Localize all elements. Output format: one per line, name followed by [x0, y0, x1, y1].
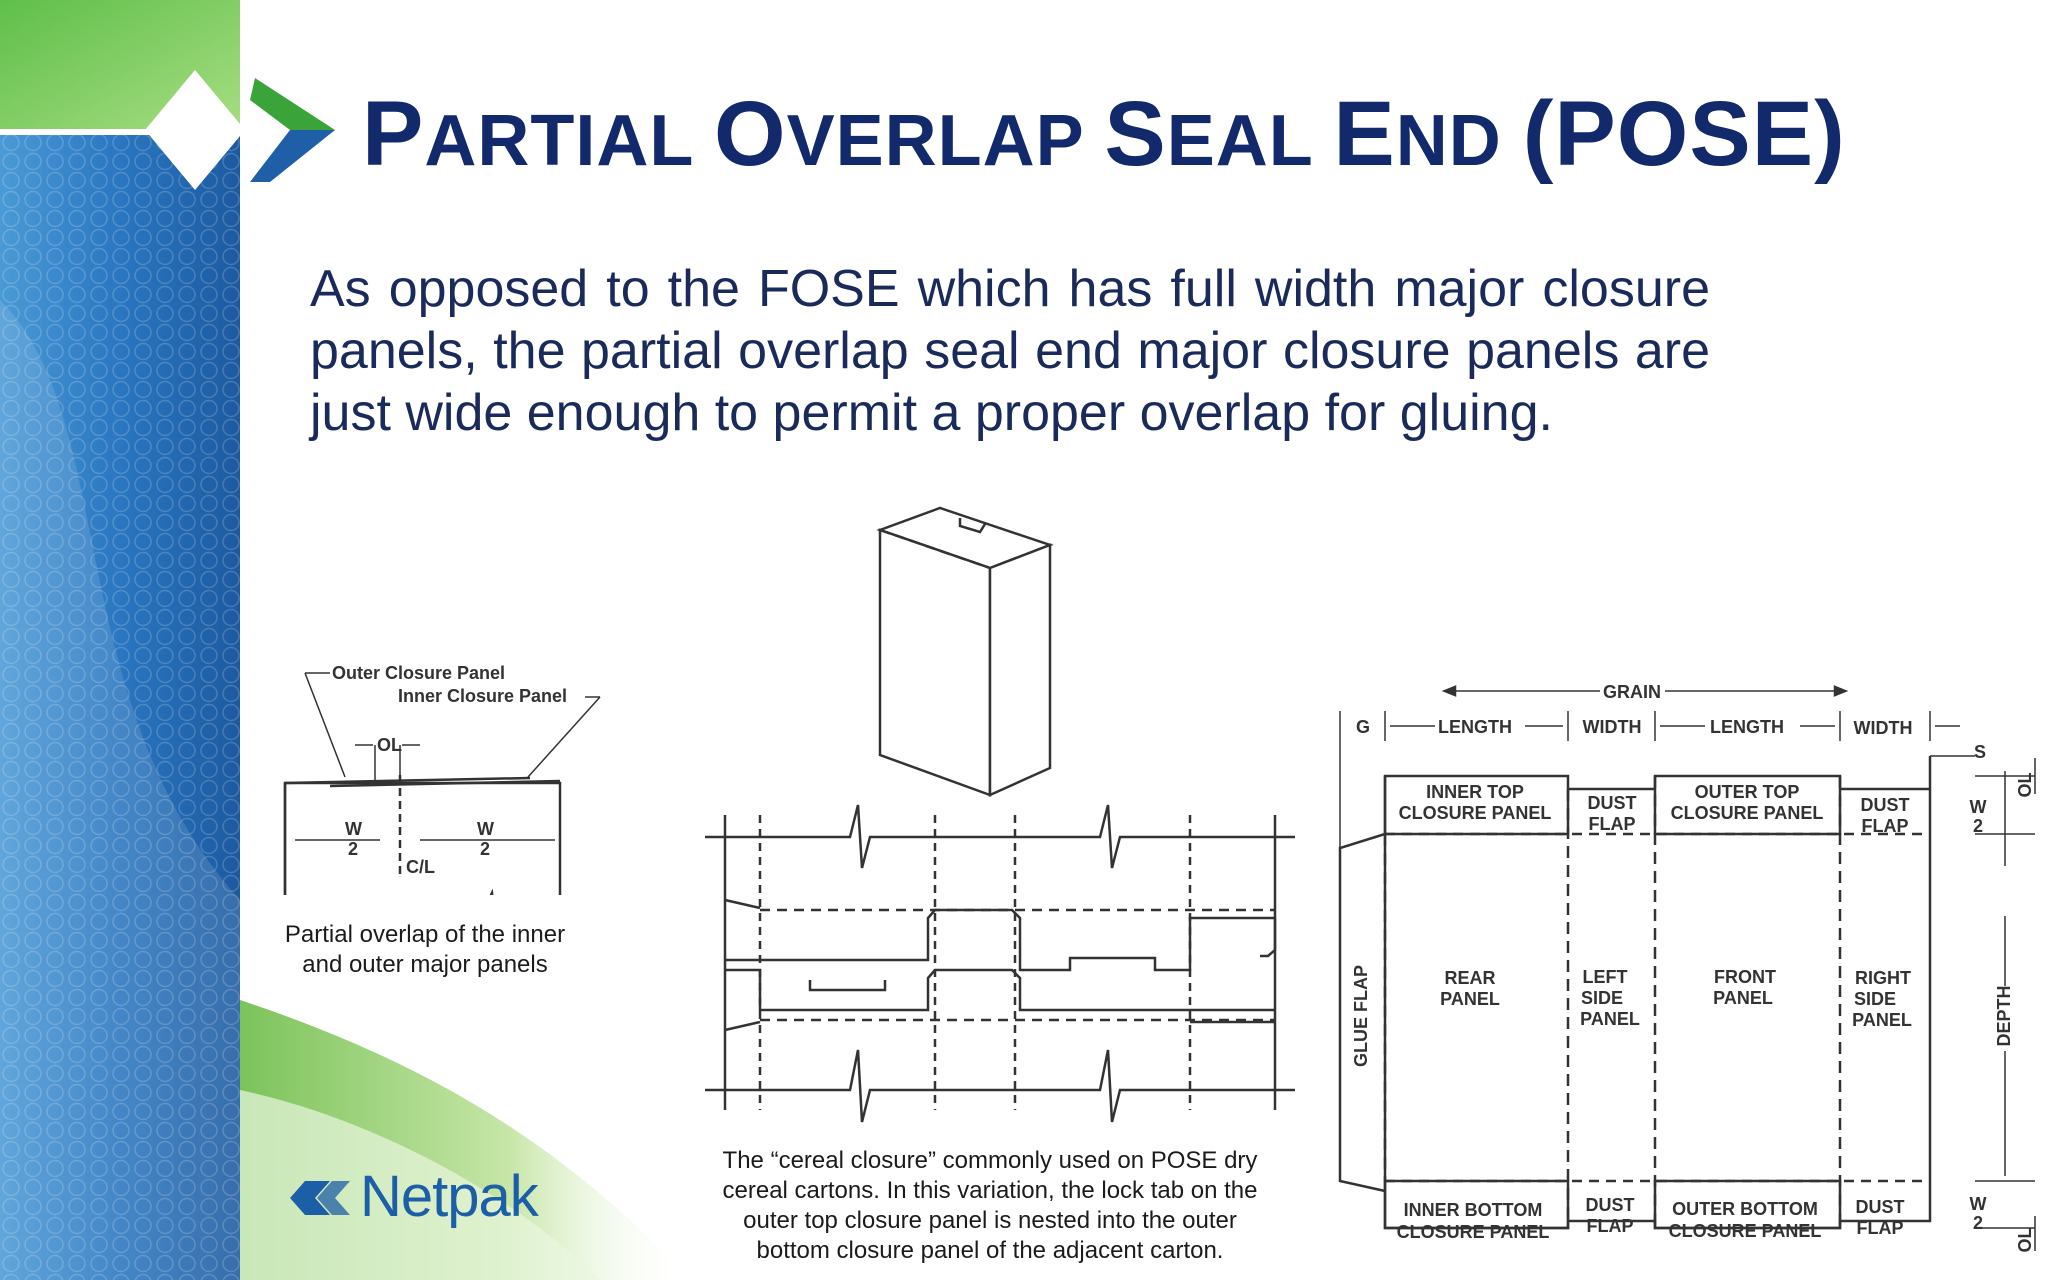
dust-flap-1b: FLAP — [1589, 814, 1636, 834]
carton-box-drawing — [876, 506, 1054, 797]
dust-flap-4a: DUST — [1856, 1197, 1905, 1217]
w-top-den: 2 — [1973, 816, 1983, 836]
outer-top-label-2: CLOSURE PANEL — [1671, 803, 1824, 823]
dust-flap-1a: DUST — [1588, 793, 1637, 813]
ol-bottom-label: OL — [2015, 1227, 2035, 1252]
s-label: S — [1974, 742, 1986, 762]
g-label: G — [1356, 717, 1370, 737]
title-word-2: OVERLAP — [714, 83, 1105, 185]
right-side-3: PANEL — [1852, 1010, 1912, 1030]
front-panel-2: PANEL — [1713, 988, 1773, 1008]
netpak-logo-text: Netpak — [360, 1164, 539, 1229]
left-side-1: LEFT — [1583, 967, 1628, 987]
grain-label: GRAIN — [1603, 682, 1661, 702]
depth-label: DEPTH — [1994, 985, 2014, 1046]
dust-flap-2a: DUST — [1861, 795, 1910, 815]
dust-flap-3b: FLAP — [1587, 1216, 1634, 1236]
ol-label: OL — [377, 735, 402, 755]
middle-caption-line: outer top closure panel is nested into t… — [743, 1207, 1237, 1234]
centerline-label: C/L — [406, 857, 435, 877]
inner-bottom-label-2: CLOSURE PANEL — [1397, 1222, 1550, 1242]
ol-top-label: OL — [2015, 772, 2035, 797]
title-word-4: END — [1333, 83, 1523, 185]
left-side-3: PANEL — [1580, 1009, 1640, 1029]
dust-flap-2b: FLAP — [1862, 816, 1909, 836]
green-swoosh-light — [240, 1090, 600, 1280]
middle-caption-line: The “cereal closure” commonly used on PO… — [722, 1147, 1258, 1174]
netpak-chevron-icon — [290, 1181, 350, 1215]
slide-title: PARTIAL OVERLAP SEAL END (POSE) — [362, 84, 1846, 191]
dust-flap-3a: DUST — [1586, 1195, 1635, 1215]
glue-flap-label: GLUE FLAP — [1351, 965, 1371, 1067]
left-caption: Partial overlap of the inner and outer m… — [255, 920, 595, 980]
outer-top-label-1: OUTER TOP — [1695, 782, 1800, 802]
length-label-1: LENGTH — [1438, 717, 1512, 737]
w-half-left-num: W — [345, 819, 362, 839]
rear-panel-2: PANEL — [1440, 989, 1500, 1009]
carton-blank-layout: GRAIN G LENGTH WIDTH LENGTH WIDTH S OL W… — [1338, 682, 2036, 1253]
right-side-2: SIDE — [1854, 989, 1896, 1009]
hex-texture — [0, 130, 240, 1280]
width-label-1: WIDTH — [1583, 717, 1642, 737]
w-bottom-num: W — [1970, 1194, 1987, 1214]
slide-body-text: As opposed to the FOSE which has full wi… — [310, 260, 1710, 442]
front-panel-1: FRONT — [1714, 967, 1776, 987]
w-half-right-den: 2 — [480, 839, 490, 859]
cereal-closure-dieline — [705, 804, 1295, 1123]
middle-caption-line: bottom closure panel of the adjacent car… — [756, 1237, 1224, 1264]
title-word-1: PARTIAL — [362, 83, 715, 185]
inner-closure-label: Inner Closure Panel — [398, 686, 567, 706]
light-swoosh — [0, 300, 240, 1280]
title-word-5: (POSE) — [1522, 83, 1846, 185]
title-word-3: SEAL — [1104, 83, 1334, 185]
middle-caption: The “cereal closure” commonly used on PO… — [690, 1146, 1290, 1266]
outer-bottom-label-2: CLOSURE PANEL — [1669, 1221, 1822, 1241]
middle-caption-line: cereal cartons. In this variation, the l… — [722, 1177, 1258, 1204]
right-side-1: RIGHT — [1855, 968, 1911, 988]
w-bottom-den: 2 — [1973, 1213, 1983, 1233]
inner-top-label-1: INNER TOP — [1426, 782, 1524, 802]
left-caption-line: Partial overlap of the inner — [284, 921, 566, 948]
rear-panel-1: REAR — [1444, 968, 1495, 988]
overlap-diagram: Outer Closure Panel Inner Closure Panel … — [283, 663, 601, 895]
inner-bottom-label-1: INNER BOTTOM — [1404, 1200, 1543, 1220]
width-label-2: WIDTH — [1854, 718, 1913, 738]
left-caption-line: and outer major panels — [302, 951, 548, 978]
dust-flap-4b: FLAP — [1857, 1218, 1904, 1238]
w-half-left-den: 2 — [348, 839, 358, 859]
outer-closure-label: Outer Closure Panel — [332, 663, 505, 683]
length-label-2: LENGTH — [1710, 717, 1784, 737]
w-top-num: W — [1970, 797, 1987, 817]
inner-top-label-2: CLOSURE PANEL — [1399, 803, 1552, 823]
w-half-right-num: W — [477, 819, 494, 839]
left-side-2: SIDE — [1581, 988, 1623, 1008]
outer-bottom-label-1: OUTER BOTTOM — [1672, 1199, 1818, 1219]
header-diamond-icon — [145, 70, 335, 190]
